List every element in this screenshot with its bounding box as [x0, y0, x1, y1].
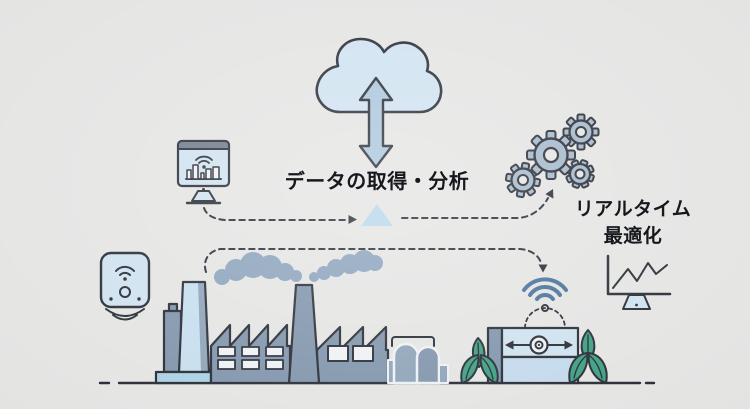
- triangle-icon: [361, 204, 393, 226]
- label-realtime: リアルタイム: [574, 198, 692, 220]
- wifi-icon: [522, 277, 568, 312]
- path-monitor-to-center: [203, 207, 348, 221]
- path-factory-to-machine: [203, 248, 542, 273]
- monitor-dashboard-icon: [176, 139, 231, 205]
- factory-windows-left: [217, 346, 284, 370]
- smoke-clouds: [214, 250, 383, 285]
- label-optimization: 最適化: [603, 225, 663, 247]
- left-right-arrow-icon: [505, 335, 573, 355]
- screen-bars-icon: [185, 164, 222, 180]
- tall-chimney: [177, 280, 211, 374]
- dashed-flow-arrows: [203, 189, 554, 273]
- label-data-acquisition-analysis: データの取得・分析: [284, 169, 470, 193]
- machine-signal-arc: [524, 307, 566, 329]
- gears-icon: [504, 113, 600, 199]
- factory-windows-right: [327, 345, 374, 362]
- smart-machine-icon: [486, 277, 580, 385]
- cloud-icon: [315, 37, 443, 114]
- storage-tanks: [387, 336, 449, 385]
- factory-icon: [154, 250, 449, 385]
- gear-bottom-right: [565, 159, 595, 189]
- path-center-to-gears: [401, 197, 549, 219]
- gear-top-right: [562, 113, 600, 151]
- iot-sensor-icon: [99, 251, 151, 321]
- line-chart-icon: [606, 254, 672, 310]
- gear-left: [504, 161, 542, 199]
- up-down-arrow-icon: [358, 76, 394, 169]
- middle-chimney: [287, 283, 321, 385]
- machine-bottom: [500, 355, 580, 385]
- plant-right-icon: [568, 329, 608, 384]
- screen-wifi-icon: [195, 155, 213, 169]
- gear-large: [526, 130, 576, 180]
- plant-left-icon: [460, 337, 499, 384]
